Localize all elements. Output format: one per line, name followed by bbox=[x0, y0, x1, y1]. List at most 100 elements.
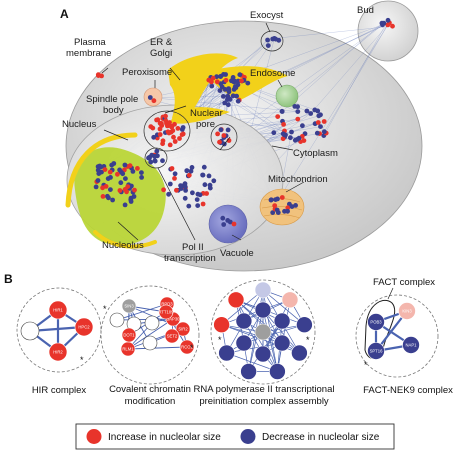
complex-edge bbox=[221, 289, 264, 325]
gene-node bbox=[111, 161, 117, 166]
complex-node: SIN3 bbox=[121, 298, 137, 314]
chromatin-caption-2: modification bbox=[125, 396, 176, 407]
gene-node bbox=[214, 79, 220, 85]
fact-asterisk: * bbox=[364, 360, 368, 370]
gene-node bbox=[189, 165, 195, 170]
gene-node bbox=[273, 36, 279, 42]
gene-node bbox=[188, 168, 194, 174]
complex-node-label: HIR2 bbox=[53, 350, 63, 355]
fact-title: FACT complex bbox=[373, 277, 435, 288]
gene-node bbox=[279, 108, 285, 114]
gene-node bbox=[200, 201, 206, 207]
complex-edge bbox=[127, 346, 188, 350]
complex-node-circle bbox=[48, 342, 68, 362]
gene-node bbox=[182, 184, 188, 190]
complex-node-circle bbox=[213, 316, 230, 334]
legend-increase-swatch bbox=[86, 429, 102, 444]
complex-node-label: RTT109 bbox=[158, 310, 174, 315]
chromatin-asterisk-2: * bbox=[190, 343, 194, 353]
complex-node-label: TAF7 bbox=[258, 0, 269, 1]
panel-b-letter: B bbox=[4, 272, 13, 286]
complex-node: DOT1 bbox=[121, 327, 137, 343]
interaction-edge bbox=[274, 24, 388, 206]
label-mitochondrion: Mitochondrion bbox=[268, 174, 328, 185]
gene-node bbox=[239, 78, 244, 84]
gene-node bbox=[93, 184, 99, 190]
complex-node: POB3 bbox=[367, 313, 385, 331]
gene-node bbox=[221, 133, 227, 138]
vacuole-compartment bbox=[208, 204, 248, 244]
hir-caption: HIR complex bbox=[32, 385, 87, 396]
complex-node: TOA1 bbox=[213, 0, 230, 334]
complex-node: TOA2 bbox=[227, 0, 245, 309]
gene-node bbox=[95, 72, 101, 78]
gene-node bbox=[95, 178, 101, 183]
complex-node-label: SIR2 bbox=[178, 327, 188, 332]
pic-caption-2: preinitiation complex assembly bbox=[199, 396, 329, 407]
gene-node bbox=[285, 208, 290, 214]
label-peroxisome: Peroxisome bbox=[122, 67, 172, 78]
complex-node-circle bbox=[291, 344, 308, 362]
complex-node-circle bbox=[144, 315, 160, 331]
gene-node bbox=[106, 195, 111, 201]
complex-node-label: FKH1 bbox=[147, 321, 158, 326]
leader-lines bbox=[101, 22, 305, 241]
complex-node-circle bbox=[296, 316, 313, 334]
complex-node: TAF13 bbox=[218, 0, 235, 362]
gene-node bbox=[186, 203, 192, 209]
gene-node bbox=[292, 137, 298, 143]
interaction-edge bbox=[324, 24, 388, 132]
gene-node bbox=[157, 132, 163, 137]
hir-asterisk: * bbox=[80, 355, 84, 365]
complex-node-label: KIN3 bbox=[402, 309, 412, 314]
complex-node-circle bbox=[121, 327, 137, 343]
interaction-edge bbox=[227, 99, 301, 142]
gene-node bbox=[271, 130, 277, 136]
complex-node-circle bbox=[175, 321, 191, 337]
complex-node-label: TAF8 bbox=[277, 0, 288, 1]
complex-node-circle bbox=[254, 281, 272, 299]
gene-node bbox=[296, 135, 302, 141]
gene-node bbox=[195, 203, 201, 209]
chromatin-caption-1: Covalent chromatin bbox=[109, 384, 191, 395]
gene-node bbox=[321, 129, 327, 135]
complex-node-circle bbox=[254, 323, 272, 341]
complex-pic: TAF2TAF7TAF8TAF1TAF5TAF6TAF3BDF1TAF10TAF… bbox=[194, 0, 335, 407]
label-nucleolus: Nucleolus bbox=[102, 240, 144, 251]
gene-node bbox=[128, 199, 134, 204]
bud-compartment bbox=[357, 0, 419, 62]
complex-node-circle bbox=[109, 312, 125, 328]
complex-edge bbox=[226, 352, 278, 372]
gene-node bbox=[100, 194, 106, 199]
gene-node bbox=[151, 98, 157, 104]
gene-node bbox=[221, 94, 226, 99]
fact-caption: FACT-NEK9 complex bbox=[363, 385, 453, 396]
panel-a: A bbox=[60, 0, 423, 272]
complex-node-label: HPC2 bbox=[78, 325, 90, 330]
gene-node bbox=[139, 170, 144, 176]
gene-node bbox=[304, 108, 310, 114]
pic-asterisk-1: * bbox=[218, 335, 222, 345]
gene-node bbox=[231, 221, 237, 227]
gene-node bbox=[147, 155, 152, 161]
gene-node bbox=[131, 194, 137, 199]
gene-nodes bbox=[93, 17, 395, 227]
gene-node bbox=[275, 114, 281, 119]
label-er-golgi-1: ER & bbox=[150, 37, 173, 48]
complex-node-circle bbox=[281, 291, 299, 309]
complex-node: HHF2 bbox=[142, 335, 158, 351]
interaction-edge bbox=[221, 24, 383, 142]
complex-node: SIR2 bbox=[175, 321, 191, 337]
complex-node-label: TAF4 bbox=[299, 0, 310, 1]
gene-node bbox=[295, 116, 301, 122]
complex-node-label: RPD3 bbox=[161, 302, 173, 307]
gene-node bbox=[154, 148, 160, 154]
complex-node: FKH1 bbox=[144, 315, 160, 331]
complex-node-label: TAF1 bbox=[277, 0, 288, 1]
complex-node-label: TAF10 bbox=[284, 0, 297, 1]
complex-node-label: DOT1 bbox=[123, 333, 135, 338]
gene-node bbox=[183, 188, 189, 193]
gene-node bbox=[206, 77, 212, 83]
